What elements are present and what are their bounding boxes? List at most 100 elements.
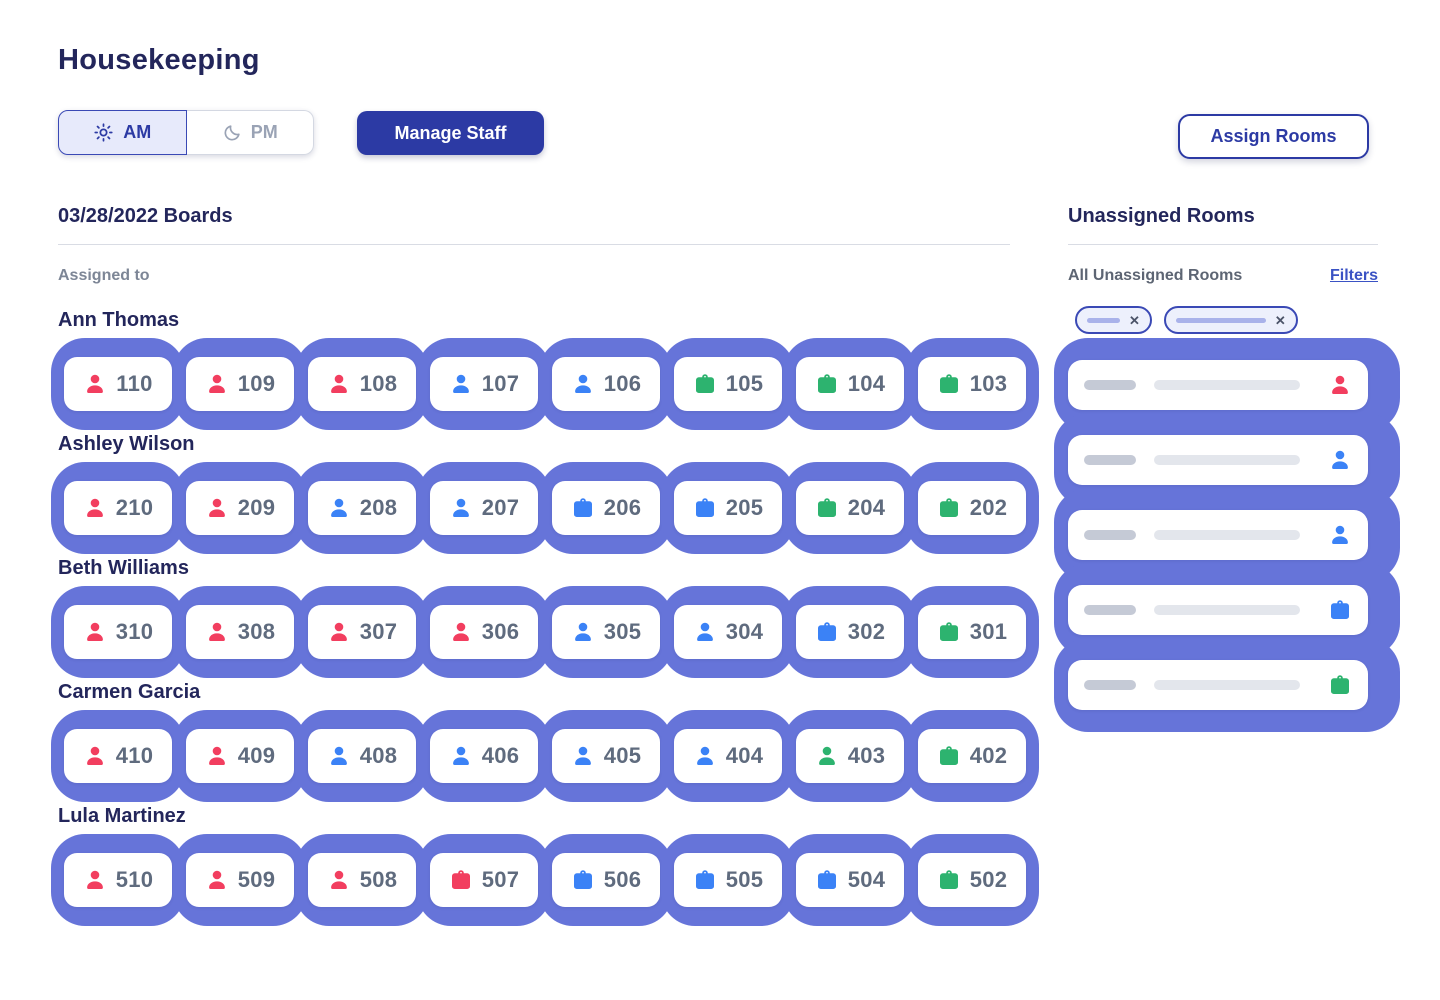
room-chip-cell: 302 [783, 586, 917, 678]
room-chip[interactable]: 402 [918, 729, 1026, 783]
am-toggle[interactable]: AM [58, 110, 187, 155]
room-chip[interactable]: 409 [186, 729, 294, 783]
room-chip-cell: 307 [295, 586, 429, 678]
room-chip[interactable]: 302 [796, 605, 904, 659]
room-number: 103 [969, 371, 1008, 396]
unassigned-room-row[interactable] [1068, 585, 1368, 635]
room-chip[interactable]: 206 [552, 481, 660, 535]
room-chip-cell: 207 [417, 462, 551, 554]
room-chip[interactable]: 305 [552, 605, 660, 659]
assign-rooms-button[interactable]: Assign Rooms [1178, 114, 1369, 159]
unassigned-room-row[interactable] [1068, 435, 1368, 485]
room-label-placeholder [1084, 605, 1136, 615]
staff-name: Carmen Garcia [58, 681, 201, 703]
filter-label-placeholder [1087, 317, 1120, 323]
room-chip[interactable]: 205 [674, 481, 782, 535]
filter-chip[interactable]: ✕ [1075, 306, 1152, 334]
room-chip-row: 210 209 208 207 206 [51, 462, 1039, 554]
person-icon [205, 744, 229, 768]
room-chip[interactable]: 404 [674, 729, 782, 783]
person-icon [83, 868, 107, 892]
room-number: 302 [847, 619, 886, 644]
close-icon[interactable]: ✕ [1274, 312, 1286, 328]
close-icon[interactable]: ✕ [1129, 312, 1140, 328]
room-chip[interactable]: 507 [430, 853, 538, 907]
room-chip-cell: 404 [661, 710, 795, 802]
boards-panel: 03/28/2022 Boards Assigned to Ann Thomas… [51, 205, 1039, 926]
room-chip-cell: 403 [783, 710, 917, 802]
filter-chip[interactable]: ✕ [1163, 306, 1298, 334]
room-chip[interactable]: 406 [430, 729, 538, 783]
room-chip-cell: 204 [783, 462, 917, 554]
room-chip[interactable]: 505 [674, 853, 782, 907]
room-number: 108 [359, 371, 398, 396]
briefcase-icon [937, 744, 961, 768]
person-icon [327, 868, 351, 892]
room-chip[interactable]: 202 [918, 481, 1026, 535]
room-chip[interactable]: 405 [552, 729, 660, 783]
room-chip[interactable]: 103 [918, 357, 1026, 411]
briefcase-icon [937, 372, 961, 396]
room-number: 403 [847, 743, 886, 768]
room-number: 210 [115, 495, 154, 520]
room-number: 207 [481, 495, 520, 520]
room-chip[interactable]: 106 [552, 357, 660, 411]
room-chip[interactable]: 502 [918, 853, 1026, 907]
room-chip-cell: 310 [51, 586, 185, 678]
briefcase-icon [1328, 598, 1352, 622]
filters-link[interactable]: Filters [1329, 267, 1378, 284]
room-chip[interactable]: 110 [64, 357, 172, 411]
room-chip[interactable]: 403 [796, 729, 904, 783]
room-chip[interactable]: 310 [64, 605, 172, 659]
room-chip[interactable]: 410 [64, 729, 172, 783]
room-chip[interactable]: 506 [552, 853, 660, 907]
person-icon [449, 744, 473, 768]
briefcase-icon [815, 372, 839, 396]
room-chip-cell: 502 [905, 834, 1039, 926]
room-chip[interactable]: 509 [186, 853, 294, 907]
room-chip[interactable]: 107 [430, 357, 538, 411]
room-chip-row: 510 509 508 507 506 [51, 834, 1039, 926]
sidebar-divider [1068, 244, 1378, 245]
unassigned-room-row[interactable] [1068, 660, 1368, 710]
room-chip-cell: 106 [539, 338, 673, 430]
manage-staff-button[interactable]: Manage Staff [357, 111, 544, 155]
person-icon [205, 496, 229, 520]
room-chip-cell: 206 [539, 462, 673, 554]
room-chip[interactable]: 104 [796, 357, 904, 411]
room-chip[interactable]: 105 [674, 357, 782, 411]
shift-toggle: AM PM [58, 110, 314, 155]
room-chip[interactable]: 210 [64, 481, 172, 535]
room-number: 509 [237, 867, 276, 892]
room-chip-cell: 402 [905, 710, 1039, 802]
unassigned-rooms-panel: Unassigned Rooms All Unassigned Rooms Fi… [1054, 205, 1400, 732]
unassigned-room-row[interactable] [1068, 510, 1368, 560]
room-chip[interactable]: 304 [674, 605, 782, 659]
room-chip-cell: 305 [539, 586, 673, 678]
room-number: 206 [603, 495, 642, 520]
person-icon [1328, 448, 1352, 472]
room-chip[interactable]: 510 [64, 853, 172, 907]
room-chip-cell: 109 [173, 338, 307, 430]
room-chip-row: 410 409 408 406 405 [51, 710, 1039, 802]
unassigned-room-row[interactable] [1068, 360, 1368, 410]
room-label-placeholder [1084, 680, 1136, 690]
room-number: 105 [725, 371, 764, 396]
pm-toggle[interactable]: PM [186, 110, 314, 155]
room-chip[interactable]: 408 [308, 729, 416, 783]
room-chip[interactable]: 307 [308, 605, 416, 659]
room-chip-row: 110 109 108 107 106 [51, 338, 1039, 430]
room-chip[interactable]: 209 [186, 481, 294, 535]
room-chip[interactable]: 109 [186, 357, 294, 411]
room-chip[interactable]: 207 [430, 481, 538, 535]
room-chip[interactable]: 504 [796, 853, 904, 907]
room-chip[interactable]: 508 [308, 853, 416, 907]
am-toggle-label: AM [123, 122, 152, 142]
room-chip[interactable]: 308 [186, 605, 294, 659]
room-chip[interactable]: 108 [308, 357, 416, 411]
room-chip[interactable]: 306 [430, 605, 538, 659]
briefcase-icon [937, 868, 961, 892]
room-chip[interactable]: 208 [308, 481, 416, 535]
room-chip[interactable]: 301 [918, 605, 1026, 659]
room-chip[interactable]: 204 [796, 481, 904, 535]
